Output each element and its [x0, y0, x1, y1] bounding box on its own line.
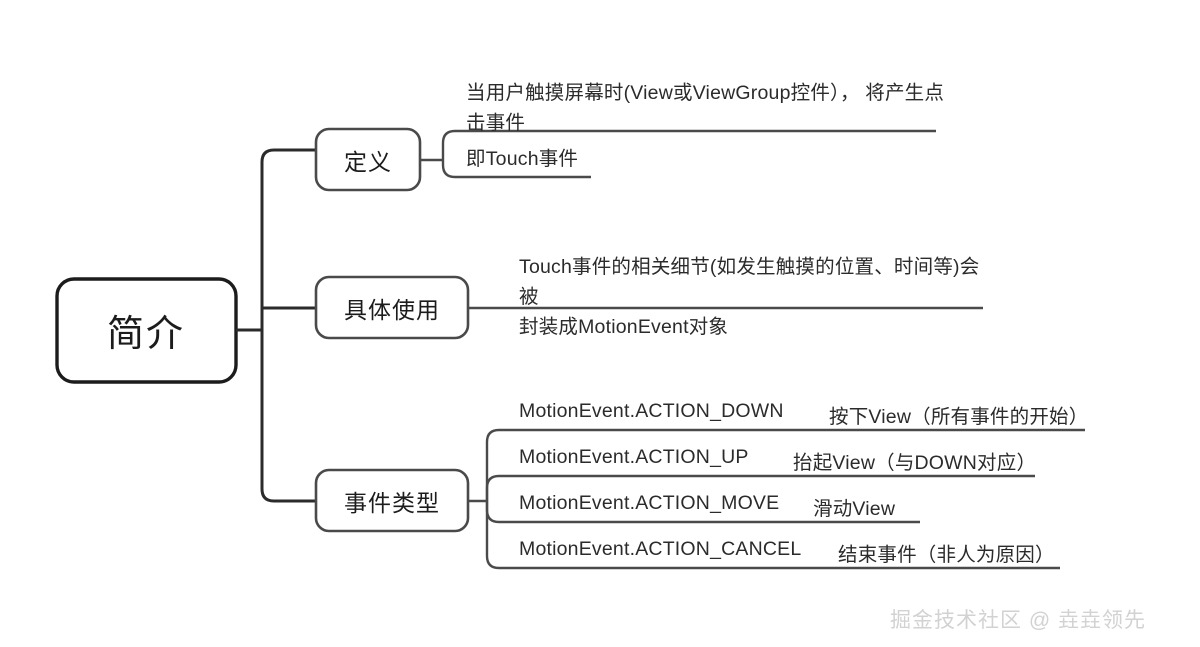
event-row-code-action-cancel: MotionEvent.ACTION_CANCEL — [519, 538, 802, 560]
leaf-line: 当用户触摸屏幕时(View或ViewGroup控件）， 将产生点 — [466, 82, 945, 104]
leaf-line: 封装成MotionEvent对象 — [519, 316, 729, 338]
branch-label-definition: 定义 — [344, 148, 392, 175]
branch-label-event-types: 事件类型 — [344, 489, 440, 516]
leaf-underline-def-1 — [441, 160, 591, 179]
event-row-desc-action-move: 滑动View — [813, 498, 896, 520]
event-row-underline-0 — [485, 428, 1085, 501]
event-row-underline-1 — [485, 474, 1035, 501]
watermark: 掘金技术社区 @ 垚垚领先 — [890, 609, 1146, 632]
spine-to-branch-0 — [260, 148, 316, 330]
leaf-usage-detail: Touch事件的相关细节(如发生触摸的位置、时间等)会被 封装成MotionEv… — [519, 252, 999, 342]
event-row-code-action-down: MotionEvent.ACTION_DOWN — [519, 400, 784, 422]
leaf-line: 即Touch事件 — [466, 148, 579, 170]
leaf-underline-def-0 — [441, 129, 936, 160]
leaf-definition-detail: 当用户触摸屏幕时(View或ViewGroup控件）， 将产生点 击事件 — [466, 78, 946, 138]
branch-label-usage: 具体使用 — [344, 296, 440, 323]
event-row-desc-action-up: 抬起View（与DOWN对应） — [793, 452, 1037, 474]
leaf-definition-touch-event: 即Touch事件 — [466, 144, 766, 174]
leaf-line: 击事件 — [466, 112, 526, 134]
leaf-line: Touch事件的相关细节(如发生触摸的位置、时间等)会被 — [519, 256, 980, 308]
event-row-code-action-up: MotionEvent.ACTION_UP — [519, 446, 749, 468]
event-row-desc-action-cancel: 结束事件（非人为原因） — [838, 544, 1055, 566]
event-row-underline-3 — [485, 501, 1060, 570]
event-row-desc-action-down: 按下View（所有事件的开始） — [829, 406, 1089, 428]
spine-to-branch-2 — [260, 330, 316, 503]
event-row-code-action-move: MotionEvent.ACTION_MOVE — [519, 492, 780, 514]
root-node-label: 简介 — [107, 313, 185, 354]
